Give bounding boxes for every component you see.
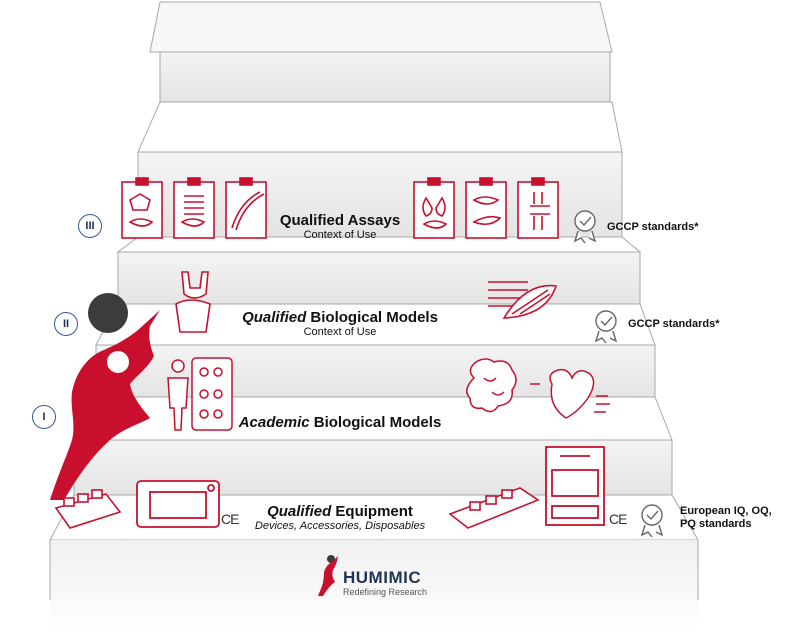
bioreactor-instrument-icon <box>545 446 605 526</box>
level-marker-iii: III <box>78 214 102 238</box>
liver-clipboard-icon <box>121 177 163 239</box>
step-iii-title: Qualified Assays <box>279 212 401 229</box>
lung-clipboard-icon <box>413 177 455 239</box>
standard-label-iii: GCCP standards* <box>607 221 699 233</box>
heart-icon <box>530 368 610 419</box>
humimic-logo-icon <box>318 555 338 596</box>
level-marker-i: I <box>32 405 56 429</box>
certificate-badge-icon <box>640 504 664 538</box>
brand-name: HUMIMIC <box>343 568 422 587</box>
chip-device-icon <box>136 480 220 528</box>
knee-joint-icon <box>175 271 211 333</box>
level-marker-ii: II <box>54 312 78 336</box>
multiwell-plate-icon <box>54 489 122 529</box>
brain-icon <box>466 358 517 413</box>
standard-label-ii: GCCP standards* <box>628 318 720 330</box>
stair-climber-logo-icon <box>50 293 160 500</box>
step-iii-subtitle: Context of Use <box>303 229 377 241</box>
joint-clipboard-icon <box>517 177 559 239</box>
step-ii-label: Qualified Biological Models Context of U… <box>215 309 465 338</box>
clipboard-row-left <box>121 177 267 239</box>
clipboard-row-right <box>413 177 559 239</box>
ce-mark: CE <box>221 511 239 527</box>
step-iii-label: Qualified Assays Context of Use <box>260 212 420 241</box>
ce-mark: CE <box>609 511 627 527</box>
equipment-title: Qualified Equipment <box>267 503 413 520</box>
step-i-label: Academic Biological Models <box>210 414 470 431</box>
brand-tagline: Redefining Research <box>343 587 428 597</box>
intestine-clipboard-icon <box>173 177 215 239</box>
equipment-label: Qualified Equipment Devices, Accessories… <box>235 503 445 532</box>
pancreas-clipboard-icon <box>465 177 507 239</box>
chip-cartridge-icon <box>448 487 540 529</box>
certificate-badge-icon <box>573 210 597 244</box>
intestine-muscle-icon <box>488 281 558 319</box>
step-ii-title: Qualified Biological Models <box>242 309 438 326</box>
step-i-title: Academic Biological Models <box>238 414 442 431</box>
standard-label-equipment: European IQ, OQ, PQ standards <box>680 505 772 530</box>
step-ii-subtitle: Context of Use <box>303 326 377 338</box>
vessel-clipboard-icon <box>225 177 267 239</box>
certificate-badge-icon <box>594 310 618 344</box>
human-body-chip-icon <box>167 357 233 431</box>
equipment-subtitle: Devices, Accessories, Disposables <box>254 520 426 532</box>
